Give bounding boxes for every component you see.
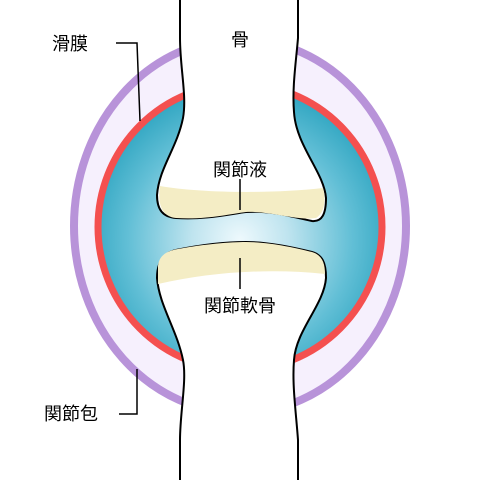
lower-cartilage bbox=[158, 242, 325, 284]
bone-label: 骨 bbox=[231, 30, 249, 51]
synovial-fluid-label: 関節液 bbox=[213, 160, 267, 181]
joint-capsule-leader bbox=[119, 369, 138, 415]
joint-capsule-label: 関節包 bbox=[44, 404, 98, 425]
synovial-membrane-leader bbox=[116, 42, 141, 122]
synovial-membrane-label: 滑膜 bbox=[52, 34, 88, 55]
articular-cartilage-label: 関節軟骨 bbox=[204, 296, 276, 317]
upper-cartilage bbox=[159, 186, 325, 219]
